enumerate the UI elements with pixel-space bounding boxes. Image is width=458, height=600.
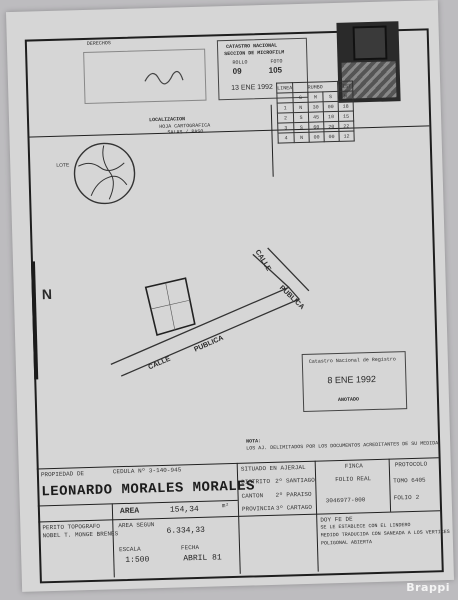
tomo-value: 6405 (411, 476, 426, 485)
rumbo-cell: 60 (308, 121, 324, 133)
rumbo-cell: 1 (277, 102, 294, 114)
date-stamp: 13 ENE 1992 (231, 83, 273, 92)
folio-real-label: FOLIO REAL (335, 475, 372, 484)
area-segun-label: AREA SEGUN (118, 521, 155, 530)
protocolo-label: PROTOCOLO (394, 460, 428, 469)
rumbo-cell: 15 (338, 110, 354, 122)
canton-label: CANTON (241, 492, 264, 500)
area-value: 154,34 (169, 504, 199, 515)
doy-fe-label: DOY FE DE (320, 515, 353, 524)
rumbo-cell: 00 (323, 101, 339, 112)
north-label: N (41, 285, 53, 303)
fecha-value: ABRIL 81 (183, 553, 222, 564)
rumbo-cell: 00 (308, 131, 325, 143)
rumbo-cell: S (293, 122, 309, 133)
rumbo-cell: 20 (323, 121, 339, 132)
provincia-label: PROVINCIA (241, 504, 275, 513)
rumbo-subheader: S (322, 91, 339, 102)
rollo-value: 09 (232, 66, 242, 76)
escala-value: 1:500 (125, 555, 150, 566)
registro-date: 8 ENE 1992 (327, 373, 377, 386)
escala-label: ESCALA (118, 545, 141, 554)
distrito-label: DISTRITO (241, 477, 271, 486)
cadastral-plan-sheet: DERECHOS CATASTRO NACIONAL SECCION DE MI… (5, 0, 455, 592)
rumbo-subheader: G (292, 92, 309, 103)
lot-plan-icon (110, 247, 310, 377)
localizacion-title: LOCALIZACION (148, 116, 186, 124)
provincia-value: 3º CARTAGO (275, 503, 313, 512)
rumbo-subheader: M (337, 90, 354, 102)
area-label: AREA (119, 506, 140, 517)
folio-label: FOLIO (393, 494, 412, 502)
rumbo-subheader (276, 92, 294, 104)
foto-value: 105 (268, 65, 283, 75)
foto-label: FOTO (270, 58, 283, 65)
watermark-label: Brappi (406, 581, 450, 594)
rumbo-cell: S (293, 112, 309, 123)
registro-footer: ANOTADO (337, 396, 360, 404)
registro-title: Catastro Nacional de Registro (308, 356, 396, 365)
rumbo-cell: N (293, 132, 310, 143)
rumbo-cell: 18 (338, 100, 354, 112)
area-unit: m² (221, 502, 230, 510)
rollo-label: ROLLO (232, 59, 248, 66)
svg-text:LOTE: LOTE (56, 162, 70, 168)
nota-label: NOTA: (245, 438, 262, 445)
finca-label: FINCA (344, 462, 363, 470)
catastro-line2: SECCION DE MICROFILM (224, 49, 285, 58)
fecha-label: FECHA (180, 543, 200, 552)
canton-value: 2º PARAISO (275, 490, 312, 499)
faded-stamp (83, 48, 207, 104)
rumbo-table: LINEA RUMBO DIST G M S M 1 N 30 00 18 2 … (276, 80, 355, 144)
rumbo-header: DIST (337, 80, 353, 92)
rumbo-cell: 45 (308, 111, 324, 123)
registro-stamp: Catastro Nacional de Registro 8 ENE 1992… (301, 351, 408, 412)
location-map-icon: LOTE (56, 142, 136, 205)
propiedad-label: PROPIEDAD DE (40, 470, 85, 479)
rumbo-cell: N (293, 102, 309, 113)
folio-number: 3046977-000 (325, 496, 366, 505)
area-segun-value: 6.334,33 (166, 525, 206, 536)
rumbo-cell: 4 (277, 132, 295, 144)
rumbo-cell: 30 (308, 101, 324, 113)
rumbo-cell: 12 (338, 130, 355, 142)
distrito-value: 2º SANTIAGO (275, 476, 315, 485)
rumbo-subheader: M (307, 91, 324, 103)
tomo-label: TOMO (393, 477, 408, 485)
rumbo-cell: 10 (323, 111, 339, 122)
rumbo-cell: 2 (277, 112, 294, 124)
rumbo-cell: 00 (323, 131, 340, 142)
top-left-label: DERECHOS (86, 40, 111, 47)
rumbo-cell: 22 (338, 120, 354, 132)
rumbo-cell: 3 (277, 122, 294, 134)
rumbo-header: LINEA (276, 82, 293, 94)
folio-value: 2 (415, 493, 420, 501)
photo-inner-icon (352, 25, 388, 61)
signature-icon (144, 70, 184, 85)
